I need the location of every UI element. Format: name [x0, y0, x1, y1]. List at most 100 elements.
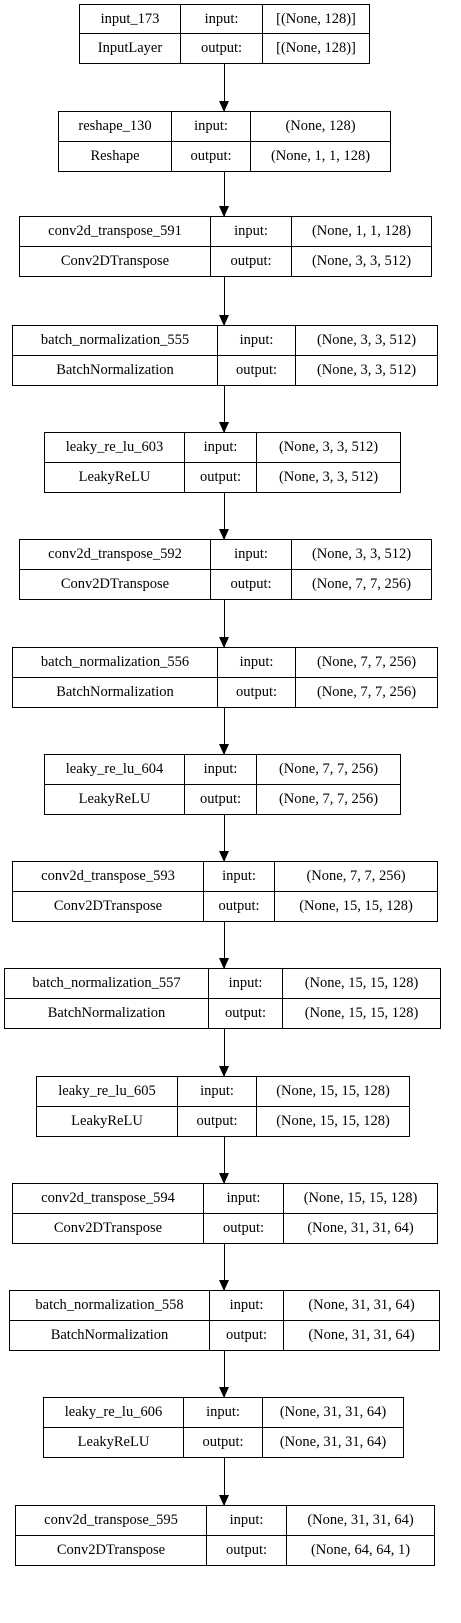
layer-type: Conv2DTranspose: [20, 246, 211, 276]
layer-name: conv2d_transpose_592: [20, 540, 211, 569]
layer-type: BatchNormalization: [13, 677, 218, 707]
layer-name: reshape_130: [59, 112, 172, 141]
output-shape: (None, 15, 15, 128): [299, 897, 413, 914]
layer-name: conv2d_transpose_594: [13, 1184, 204, 1213]
layer-name: conv2d_transpose_595: [16, 1506, 207, 1535]
layer-type: BatchNormalization: [13, 355, 218, 385]
input-shape: (None, 128): [285, 117, 356, 134]
output-shape: (None, 3, 3, 512): [278, 468, 379, 485]
arrow-head-icon: [219, 422, 229, 433]
arrow-head-icon: [219, 101, 229, 112]
input-shape: (None, 7, 7, 256): [278, 760, 379, 777]
input-label: input:: [218, 648, 296, 677]
output-shape: (None, 31, 31, 64): [308, 1326, 415, 1343]
arrow-head-icon: [219, 315, 229, 326]
output-shape: (None, 7, 7, 256): [278, 790, 379, 807]
arrow-head-icon: [219, 1387, 229, 1398]
layer-name: leaky_re_lu_604: [45, 755, 185, 784]
output-label: output:: [211, 246, 292, 276]
layer-type: LeakyReLU: [45, 462, 185, 492]
input-shape: (None, 31, 31, 64): [279, 1403, 387, 1420]
input-label: input:: [184, 1398, 263, 1427]
input-shape: (None, 31, 31, 64): [307, 1511, 414, 1528]
layer-type: BatchNormalization: [5, 998, 209, 1028]
input-shape: (None, 15, 15, 128): [276, 1082, 390, 1099]
connection-arrow: [219, 1351, 229, 1398]
output-label: output:: [204, 1213, 284, 1243]
input-shape: (None, 7, 7, 256): [316, 653, 417, 670]
input-label: input:: [207, 1506, 287, 1535]
output-label: output:: [172, 141, 251, 171]
input-shape: (None, 15, 15, 128): [304, 974, 419, 991]
input-label: input:: [181, 5, 263, 33]
arrow-head-icon: [219, 1495, 229, 1506]
connection-arrow: [219, 708, 229, 755]
output-label: output:: [181, 34, 263, 63]
output-shape: (None, 31, 31, 64): [279, 1433, 387, 1450]
connection-arrow: [219, 493, 229, 540]
arrow-head-icon: [219, 958, 229, 969]
layer-type: LeakyReLU: [45, 784, 185, 814]
input-label: input:: [211, 540, 292, 569]
output-shape: (None, 31, 31, 64): [307, 1219, 414, 1236]
output-label: output:: [204, 891, 275, 921]
connection-arrow: [219, 922, 229, 969]
output-shape: (None, 3, 3, 512): [316, 361, 417, 378]
output-label: output:: [218, 677, 296, 707]
arrow-head-icon: [219, 1066, 229, 1077]
output-label: output:: [207, 1535, 287, 1565]
input-label: input:: [185, 433, 257, 462]
connection-arrow: [219, 1029, 229, 1077]
output-shape: (None, 64, 64, 1): [310, 1541, 411, 1558]
output-label: output:: [185, 462, 257, 492]
layer-type: LeakyReLU: [37, 1106, 178, 1136]
layer-name: leaky_re_lu_603: [45, 433, 185, 462]
output-shape: (None, 15, 15, 128): [276, 1112, 390, 1129]
connection-arrow: [219, 1137, 229, 1184]
connection-arrow: [219, 172, 229, 217]
input-shape: [(None, 128)]: [276, 10, 356, 27]
output-label: output:: [184, 1427, 263, 1457]
layer-type: Conv2DTranspose: [16, 1535, 207, 1565]
output-label: output:: [185, 784, 257, 814]
arrow-head-icon: [219, 529, 229, 540]
layer-name: conv2d_transpose_593: [13, 862, 204, 891]
input-shape: (None, 15, 15, 128): [303, 1189, 418, 1206]
layer-name: batch_normalization_555: [13, 326, 218, 355]
input-label: input:: [209, 969, 283, 998]
layer-type: LeakyReLU: [44, 1427, 184, 1457]
